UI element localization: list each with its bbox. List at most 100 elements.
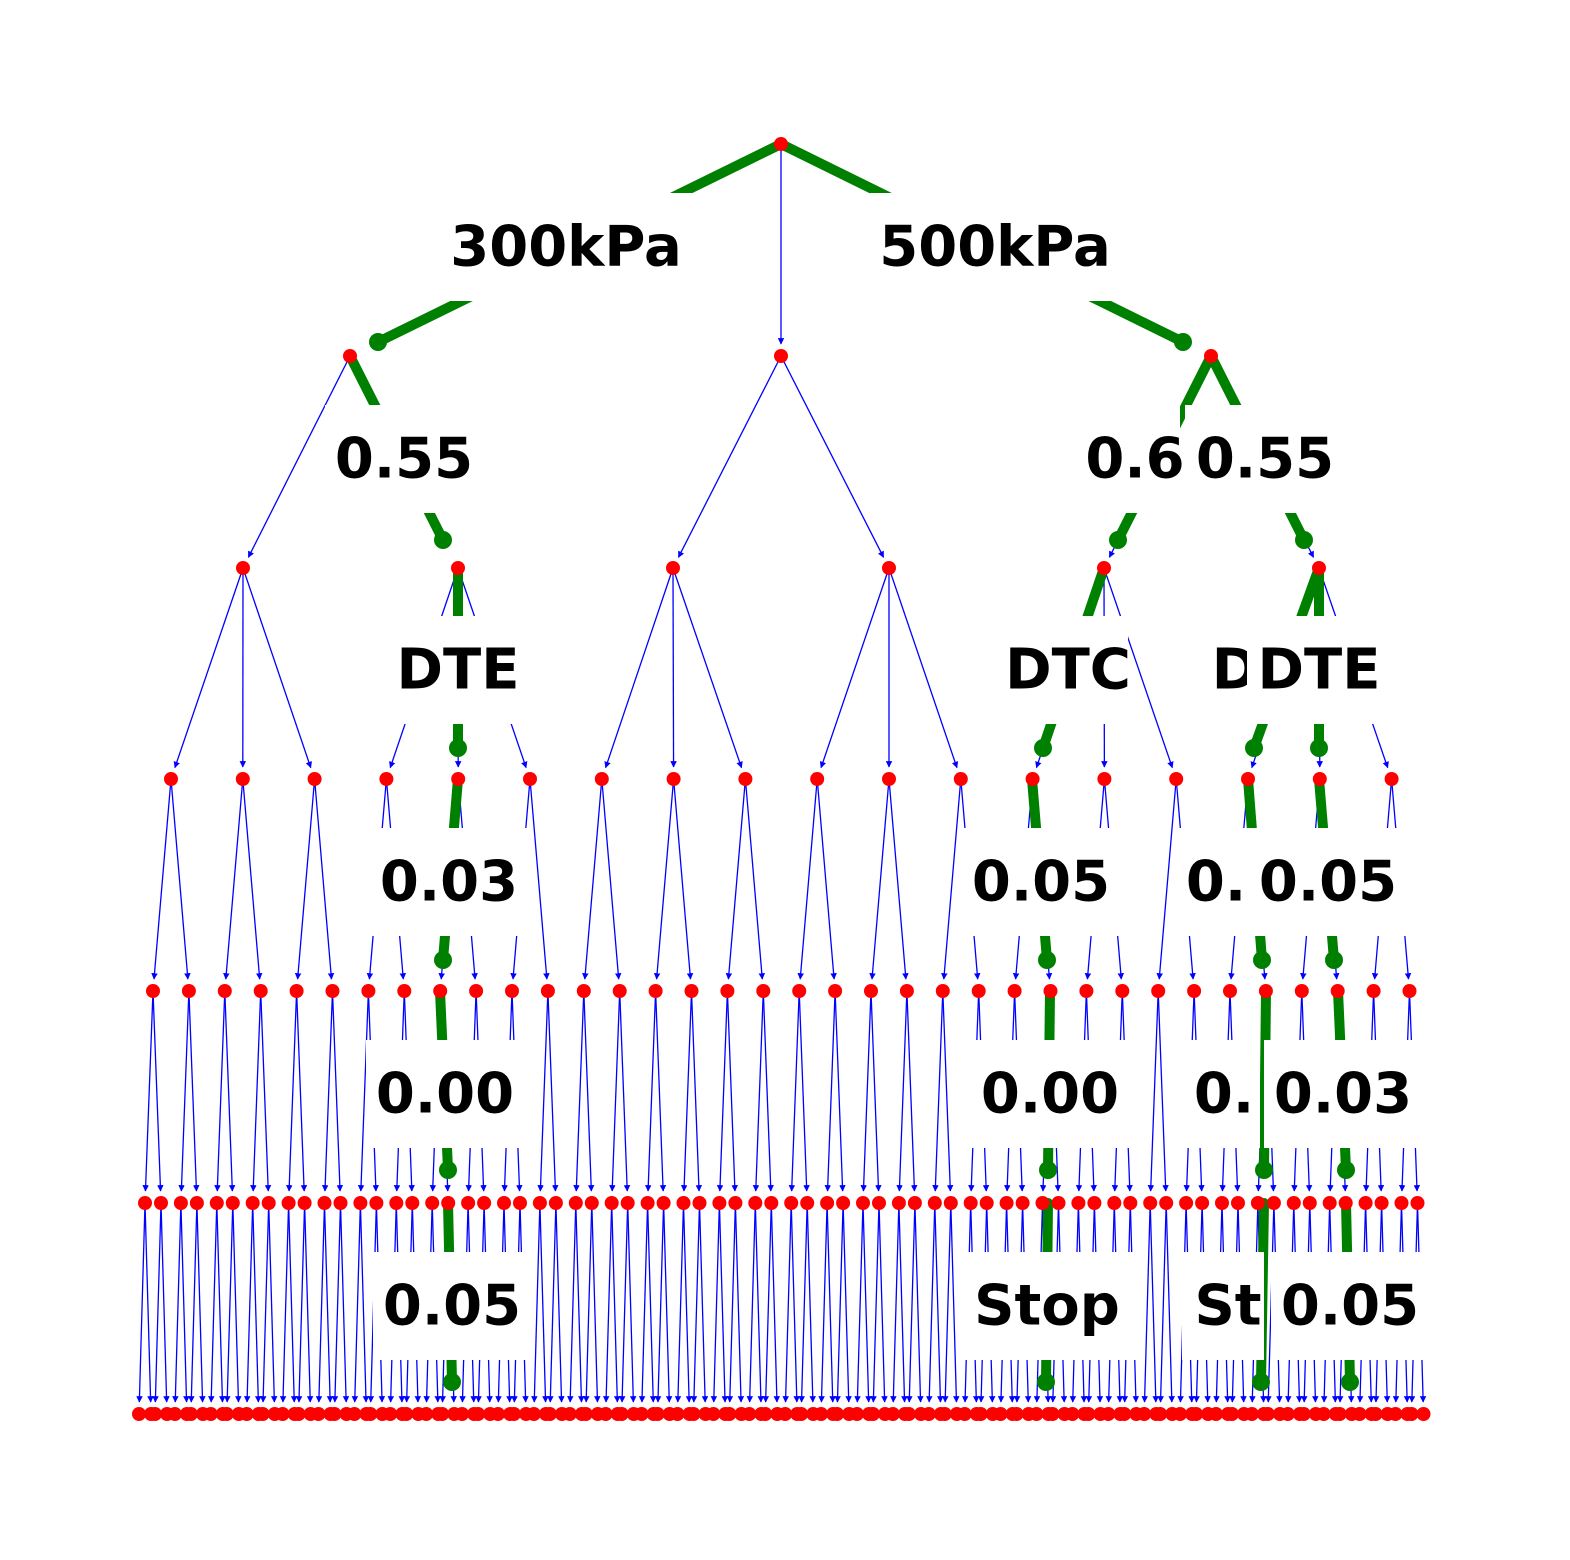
tree-node <box>513 1196 527 1210</box>
highlight-path-arrowhead <box>1295 531 1313 549</box>
tree-edge <box>1103 567 1174 769</box>
tree-node <box>132 1407 146 1421</box>
tree-node <box>907 1196 922 1210</box>
path-label-background <box>370 828 528 936</box>
tree-edge <box>780 355 885 558</box>
path-label-text: 0.05 <box>1259 850 1397 915</box>
path-label-l5d: 0.03 <box>1264 1040 1422 1148</box>
tree-edge <box>914 1202 924 1403</box>
tree-node <box>800 1196 815 1210</box>
path-label-l2b: 0.6 <box>1080 405 1185 513</box>
tree-edge <box>806 1202 816 1403</box>
path-label-l6d: 0.05 <box>1271 1252 1429 1360</box>
path-label-background <box>440 193 692 301</box>
tree-node <box>891 1196 906 1210</box>
tree-node <box>307 772 322 786</box>
tree-node <box>1402 984 1417 998</box>
tree-edge <box>627 1202 637 1403</box>
tree-node <box>935 984 950 998</box>
tree-edge <box>818 1202 828 1403</box>
tree-node <box>1258 984 1273 998</box>
tree-edge <box>359 1202 370 1403</box>
tree-node <box>1244 1407 1259 1421</box>
tree-node <box>794 1407 809 1421</box>
tree-node <box>758 1407 773 1421</box>
path-label-text: 0.03 <box>1274 1062 1412 1127</box>
tree-edge <box>672 778 694 980</box>
path-label-text: 0.05 <box>383 1274 521 1339</box>
tree-edge <box>726 990 738 1192</box>
tree-node <box>650 1407 665 1421</box>
tree-edge <box>645 990 657 1192</box>
tree-node <box>568 1196 583 1210</box>
tree-node <box>1169 772 1184 786</box>
tree-edge <box>531 1202 541 1403</box>
tree-edge <box>178 990 190 1192</box>
tree-edge <box>906 990 918 1192</box>
tree-edge <box>152 990 164 1192</box>
tree-edge <box>1147 990 1159 1192</box>
tree-node <box>1025 772 1040 786</box>
tree-edge <box>942 990 954 1192</box>
tree-node <box>189 1196 204 1210</box>
tree-node <box>253 984 268 998</box>
tree-edge <box>618 1202 629 1403</box>
tree-node <box>289 984 304 998</box>
tree-node <box>882 772 896 786</box>
tree-edge <box>188 1202 198 1403</box>
path-label-l2a: 0.55 <box>325 405 483 513</box>
tree-node <box>435 1407 450 1421</box>
tree-edge <box>862 1202 872 1403</box>
tree-edge <box>188 990 200 1192</box>
highlight-path-arrowhead <box>1039 1161 1057 1179</box>
path-label-l1a: 300kPa <box>440 193 692 301</box>
highlight-path-arrowhead <box>1174 333 1192 351</box>
tree-node <box>1087 1196 1102 1210</box>
tree-node <box>1368 1407 1383 1421</box>
tree-edge <box>295 1202 306 1403</box>
tree-node <box>347 1407 362 1421</box>
tree-edge <box>331 1202 342 1403</box>
tree-edge <box>232 1202 242 1403</box>
tree-edge <box>529 778 550 980</box>
tree-edge <box>819 567 890 769</box>
path-label-text: DTC <box>1005 638 1131 703</box>
tree-node <box>369 1196 384 1210</box>
path-label-background <box>1247 616 1390 724</box>
tree-node <box>138 1196 152 1210</box>
tree-edge <box>654 1202 665 1403</box>
tree-node <box>921 1407 936 1421</box>
tree-edge <box>619 990 631 1192</box>
tree-node <box>1195 1196 1210 1210</box>
tree-node <box>209 1196 224 1210</box>
tree-edge <box>926 1202 936 1403</box>
tree-node <box>164 772 178 786</box>
tree-edge <box>932 990 944 1192</box>
tree-node <box>738 772 753 786</box>
tree-node <box>1101 1407 1116 1421</box>
tree-node <box>1179 1196 1194 1210</box>
path-label-background <box>325 405 483 513</box>
tree-edge <box>555 1202 565 1403</box>
path-label-background <box>373 1252 531 1360</box>
tree-node <box>183 1407 198 1421</box>
path-label-background <box>1186 1040 1260 1148</box>
tree-node <box>656 1196 671 1210</box>
path-label-text: 300kPa <box>450 215 681 280</box>
tree-node <box>953 772 968 786</box>
highlight-path-arrowhead <box>434 951 452 969</box>
tree-node <box>999 1196 1014 1210</box>
tree-node <box>1322 1196 1337 1210</box>
tree-edge <box>601 778 622 980</box>
tree-edge <box>638 1202 649 1403</box>
tree-node <box>451 772 466 786</box>
tree-node <box>1266 1196 1281 1210</box>
tree-node <box>225 1196 240 1210</box>
tree-edge <box>357 990 370 1192</box>
tree-edge <box>1157 1202 1167 1403</box>
tree-edge <box>710 1202 721 1403</box>
tree-node <box>684 984 699 998</box>
tree-edge <box>152 1202 162 1403</box>
